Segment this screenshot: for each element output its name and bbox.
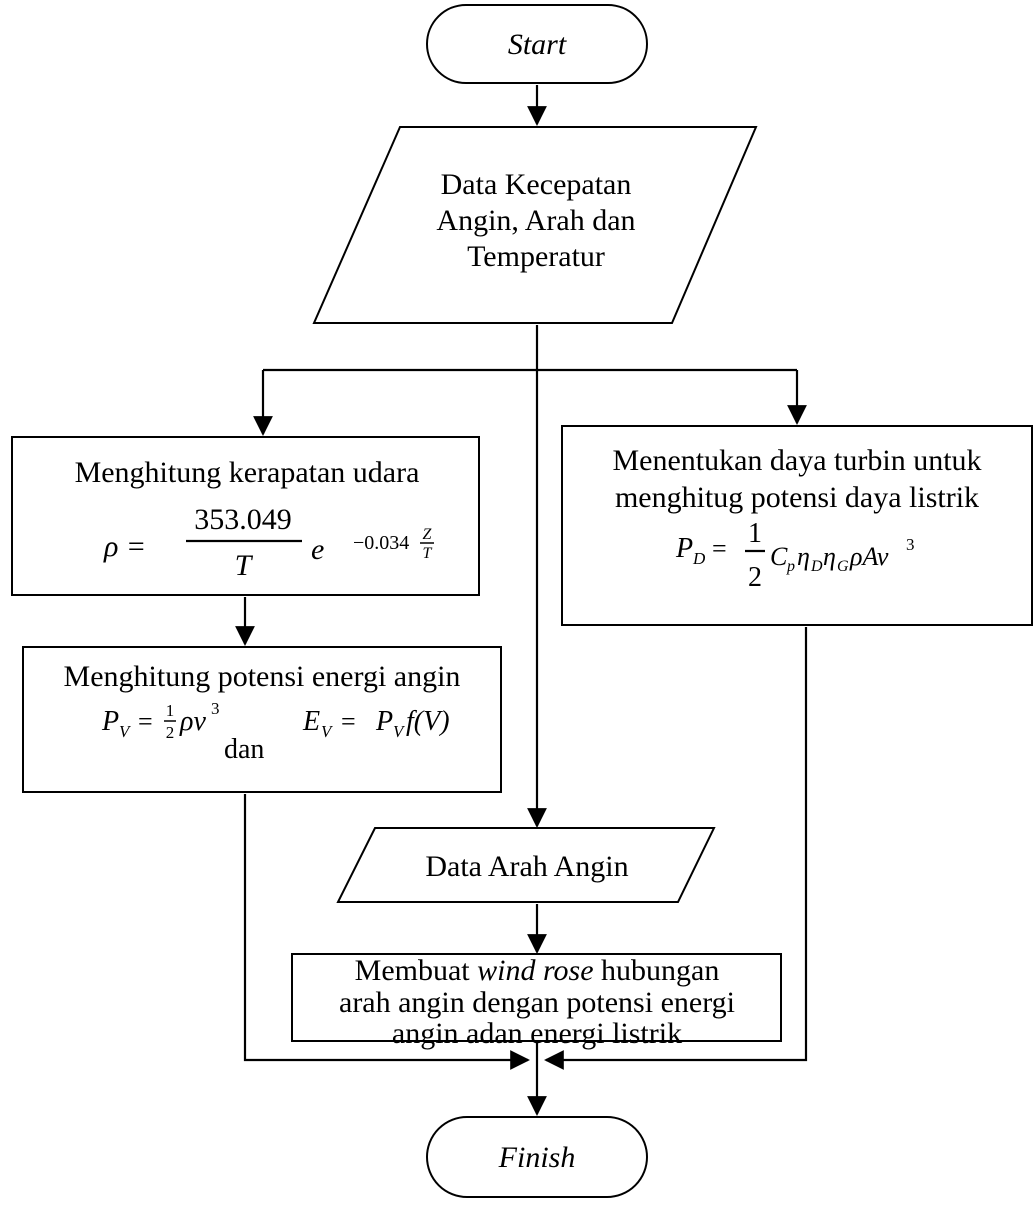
input-data-line1: Data Kecepatan	[441, 168, 632, 201]
wind-direction-label: Data Arah Angin	[425, 850, 628, 883]
finish-terminator	[426, 1116, 648, 1198]
turbine-power-line1: Menentukan daya turbin untuk	[612, 444, 981, 477]
finish-label: Finish	[498, 1141, 576, 1174]
turbine-power-lhs: P	[675, 533, 693, 564]
finish-node: Finish	[426, 1116, 648, 1198]
turbine-power-eta-g-sub: G	[837, 558, 849, 575]
wind-energy-eq: =	[138, 707, 153, 736]
wind-rose-line3: angin adan energi listrik	[392, 1017, 682, 1050]
input-data-shape	[312, 126, 758, 324]
turbine-power-eta-d-sub: D	[810, 558, 823, 575]
start-label: Start	[508, 28, 567, 61]
wind-energy-ev-eq: =	[341, 707, 356, 736]
air-density-node: Menghitung kerapatan udara ρ = 353.049 T…	[11, 436, 480, 596]
wind-energy-cube: 3	[211, 699, 220, 718]
air-density-exp-coef: −0.034	[353, 532, 409, 554]
turbine-power-tail: ρAv	[849, 542, 889, 571]
turbine-power-eta-d: η	[797, 542, 810, 571]
turbine-power-frac-den: 2	[748, 562, 762, 593]
air-density-exp-num: Z	[423, 526, 433, 543]
air-density-exp-den: T	[423, 545, 433, 562]
turbine-power-eq: =	[712, 534, 727, 563]
wind-energy-fv: f(V)	[406, 706, 450, 737]
wind-energy-box	[22, 646, 502, 793]
wind-energy-half-num: 1	[166, 701, 175, 720]
input-data-line3: Temperatur	[467, 240, 605, 273]
wind-rose-box	[291, 953, 782, 1042]
input-data-line2: Angin, Arah dan	[436, 204, 635, 237]
wind-direction-shape	[336, 827, 716, 903]
turbine-power-tail-exp: 3	[906, 535, 915, 554]
connectors	[235, 85, 808, 1116]
air-density-title: Menghitung kerapatan udara	[75, 456, 420, 489]
air-density-box	[11, 436, 480, 596]
wind-rose-line1-em: wind rose	[477, 954, 593, 987]
wind-energy-node: Menghitung potensi energi angin P V = 1 …	[22, 646, 502, 793]
air-density-numerator: 353.049	[194, 503, 292, 536]
wind-energy-half-den: 2	[166, 723, 175, 742]
wind-energy-rho-v: ρv	[179, 706, 206, 737]
turbine-power-frac-num: 1	[748, 518, 762, 549]
wind-rose-line2: arah angin dengan potensi energi	[339, 986, 735, 1019]
turbine-power-node: Menentukan daya turbin untuk menghitug p…	[561, 425, 1033, 626]
wind-energy-ev-rhs-sub: V	[393, 722, 406, 741]
start-node: Start	[426, 4, 648, 84]
input-data-node: Data Kecepatan Angin, Arah dan Temperatu…	[312, 126, 758, 324]
wind-energy-ev-rhs: P	[375, 706, 393, 737]
air-density-denominator: T	[235, 549, 254, 582]
turbine-power-cp-sub: p	[786, 558, 795, 575]
wind-rose-line1: Membuat wind rose hubungan	[355, 954, 720, 987]
turbine-power-eta-g: η	[823, 542, 836, 571]
wind-energy-pv-sub: V	[119, 722, 132, 741]
wind-energy-dan: dan	[224, 734, 264, 765]
start-terminator	[426, 4, 648, 84]
turbine-power-line2: menghitug potensi daya listrik	[615, 481, 979, 514]
wind-direction-node: Data Arah Angin	[336, 827, 716, 903]
connector-turbine-to-merge	[544, 627, 808, 1070]
turbine-power-box	[561, 425, 1033, 626]
air-density-lhs: ρ =	[103, 530, 146, 563]
connector-energy-to-merge	[243, 794, 530, 1070]
wind-rose-line1-pre: Membuat	[355, 954, 471, 987]
turbine-power-lhs-sub: D	[692, 549, 706, 568]
wind-energy-ev: E	[302, 706, 320, 737]
turbine-power-cp: C	[770, 542, 788, 571]
wind-energy-pv: P	[101, 706, 119, 737]
wind-rose-node: Membuat wind rose hubungan arah angin de…	[291, 953, 782, 1050]
wind-energy-ev-sub: V	[321, 722, 334, 741]
wind-energy-title: Menghitung potensi energi angin	[64, 660, 461, 693]
wind-rose-line1-post: hubungan	[601, 954, 719, 987]
air-density-exp-base: e	[311, 533, 324, 566]
